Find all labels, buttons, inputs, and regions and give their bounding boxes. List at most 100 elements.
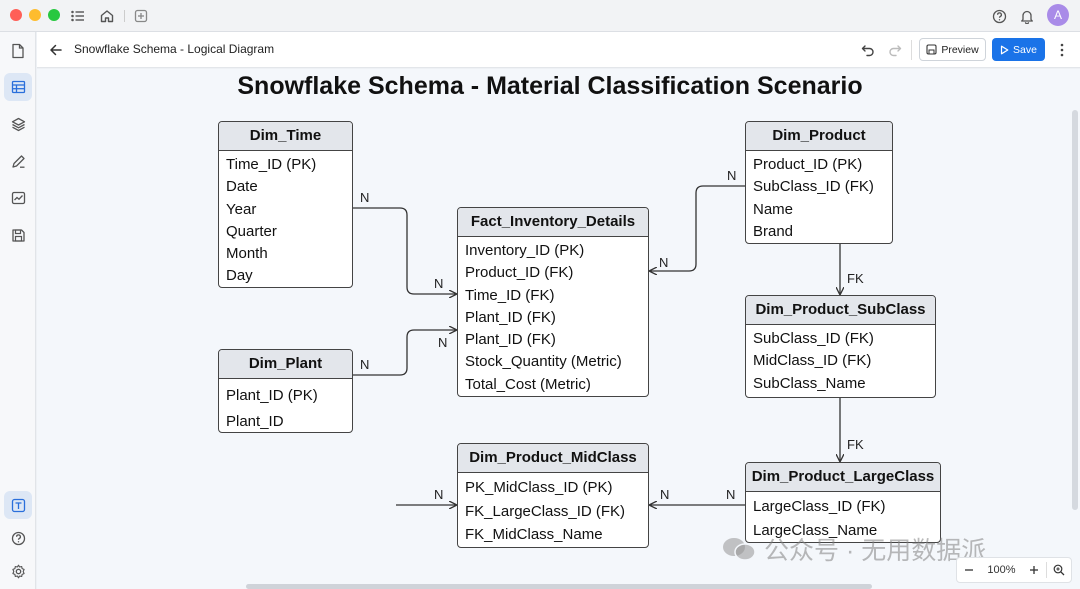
table-field: Day [226, 267, 253, 285]
vertical-scrollbar[interactable] [1072, 110, 1078, 510]
edge-label: N [434, 276, 444, 291]
bell-icon[interactable] [1018, 7, 1036, 25]
watermark-text: 公众号 · 无用数据派 [764, 537, 987, 565]
toolbar-divider [911, 40, 912, 60]
edge-label: N [434, 487, 444, 502]
back-arrow-icon[interactable] [47, 41, 65, 59]
table-field: Plant_ID [226, 413, 284, 430]
save-label: Save [1013, 43, 1037, 56]
zoom-out-button[interactable] [957, 558, 981, 582]
preview-button[interactable]: Preview [919, 38, 986, 61]
table-field: Date [226, 178, 258, 196]
close-window-button[interactable] [10, 9, 22, 21]
edge-label: N [438, 335, 448, 350]
document-toolbar: Snowflake Schema - Logical Diagram Previ… [37, 32, 1080, 68]
minimize-window-button[interactable] [29, 9, 41, 21]
watermark: 公众号 · 无用数据派 [722, 531, 986, 567]
settings-gear-icon[interactable] [4, 557, 32, 585]
edge-label: N [727, 168, 737, 183]
edge-label: N [660, 487, 670, 502]
table-header: Dim_Product_MidClass [458, 444, 648, 473]
list-icon[interactable] [69, 7, 87, 25]
minus-icon [965, 569, 973, 571]
table-header: Dim_Product [746, 122, 892, 151]
table-field: FK_MidClass_Name [465, 526, 603, 543]
magnifier-icon [1053, 564, 1065, 576]
table-header: Dim_Product_LargeClass [746, 463, 940, 492]
left-sidebar [0, 32, 36, 589]
wechat-logo-icon [723, 538, 756, 561]
table-fact-inventory-details[interactable]: Fact_Inventory_Details Inventory_ID (PK)… [457, 207, 649, 397]
file-icon[interactable] [4, 37, 32, 65]
zoom-fit-button[interactable] [1047, 558, 1071, 582]
table-dim-product-midclass[interactable]: Dim_Product_MidClass PK_MidClass_ID (PK)… [457, 443, 649, 548]
table-field: Time_ID (FK) [465, 286, 555, 304]
table-field: SubClass_ID (FK) [753, 178, 874, 196]
table-field: Month [226, 245, 268, 263]
table-field: SubClass_Name [753, 374, 866, 392]
window-titlebar: A [0, 0, 1080, 32]
table-header: Fact_Inventory_Details [458, 208, 648, 237]
layers-icon[interactable] [4, 110, 32, 138]
pen-icon[interactable] [4, 147, 32, 175]
table-field: Product_ID (PK) [753, 156, 863, 173]
help-icon[interactable] [990, 7, 1008, 25]
table-dim-plant[interactable]: Dim_Plant Plant_ID (PK) Plant_ID [218, 349, 353, 433]
table-field: Brand [753, 222, 794, 240]
edge-label: N [360, 357, 370, 372]
user-avatar[interactable]: A [1047, 4, 1069, 26]
table-field: LargeClass_ID (FK) [753, 498, 886, 515]
chart-icon[interactable] [4, 184, 32, 212]
edge-label: FK [847, 271, 864, 286]
save-button[interactable]: Save [992, 38, 1045, 61]
table-field: Stock_Quantity (Metric) [465, 353, 622, 371]
titlebar-divider [124, 10, 125, 22]
save-disk-icon[interactable] [4, 221, 32, 249]
horizontal-scrollbar[interactable] [246, 584, 872, 589]
zoom-divider [1046, 562, 1047, 578]
table-field: Plant_ID (FK) [465, 308, 556, 326]
table-field: FK_LargeClass_ID (FK) [465, 502, 626, 520]
undo-icon[interactable] [859, 41, 877, 59]
preview-icon [926, 44, 937, 55]
table-field: Total_Cost (Metric) [465, 375, 591, 393]
table-field: Name [753, 200, 794, 218]
template-icon[interactable] [4, 491, 32, 519]
table-field: LargeClass_Name [753, 521, 878, 539]
maximize-window-button[interactable] [48, 9, 60, 21]
table-header: Dim_Plant [219, 350, 352, 379]
table-field: PK_MidClass_ID (PK) [465, 479, 613, 496]
more-vertical-icon[interactable] [1055, 41, 1069, 59]
table-dim-product-largeclass[interactable]: Dim_Product_LargeClass LargeClass_ID (FK… [745, 462, 941, 543]
plus-icon [1030, 566, 1038, 574]
table-header: Dim_Time [219, 122, 352, 151]
preview-label: Preview [941, 43, 979, 56]
table-field: Year [226, 200, 257, 218]
edge-label: N [726, 487, 736, 502]
redo-icon[interactable] [886, 41, 904, 59]
table-field: Plant_ID (PK) [226, 387, 318, 404]
document-title: Snowflake Schema - Logical Diagram [74, 42, 275, 56]
table-field: Product_ID (FK) [465, 264, 574, 282]
table-field: Plant_ID (FK) [465, 331, 556, 349]
table-field: SubClass_ID (FK) [753, 330, 874, 347]
new-tab-icon[interactable] [132, 7, 150, 25]
table-field: Time_ID (PK) [226, 156, 317, 173]
table-dim-time[interactable]: Dim_Time Time_ID (PK) Date Year Quarter … [218, 121, 353, 288]
table-field: Quarter [226, 222, 277, 240]
edge-label: N [360, 190, 370, 205]
edge-label: N [659, 255, 669, 270]
help-circle-icon[interactable] [4, 524, 32, 552]
zoom-in-button[interactable] [1022, 558, 1046, 582]
table-field: MidClass_ID (FK) [753, 352, 872, 370]
table-dim-product[interactable]: Dim_Product Product_ID (PK) SubClass_ID … [745, 121, 893, 244]
zoom-control: 100% [956, 557, 1072, 583]
home-icon[interactable] [98, 7, 116, 25]
table-icon[interactable] [4, 73, 32, 101]
table-header: Dim_Product_SubClass [746, 296, 935, 325]
play-icon [1000, 45, 1009, 54]
table-field: Inventory_ID (PK) [465, 242, 585, 259]
diagram-title: Snowflake Schema - Material Classificati… [237, 72, 863, 100]
zoom-level[interactable]: 100% [987, 564, 1016, 576]
table-dim-product-subclass[interactable]: Dim_Product_SubClass SubClass_ID (FK) Mi… [745, 295, 936, 398]
